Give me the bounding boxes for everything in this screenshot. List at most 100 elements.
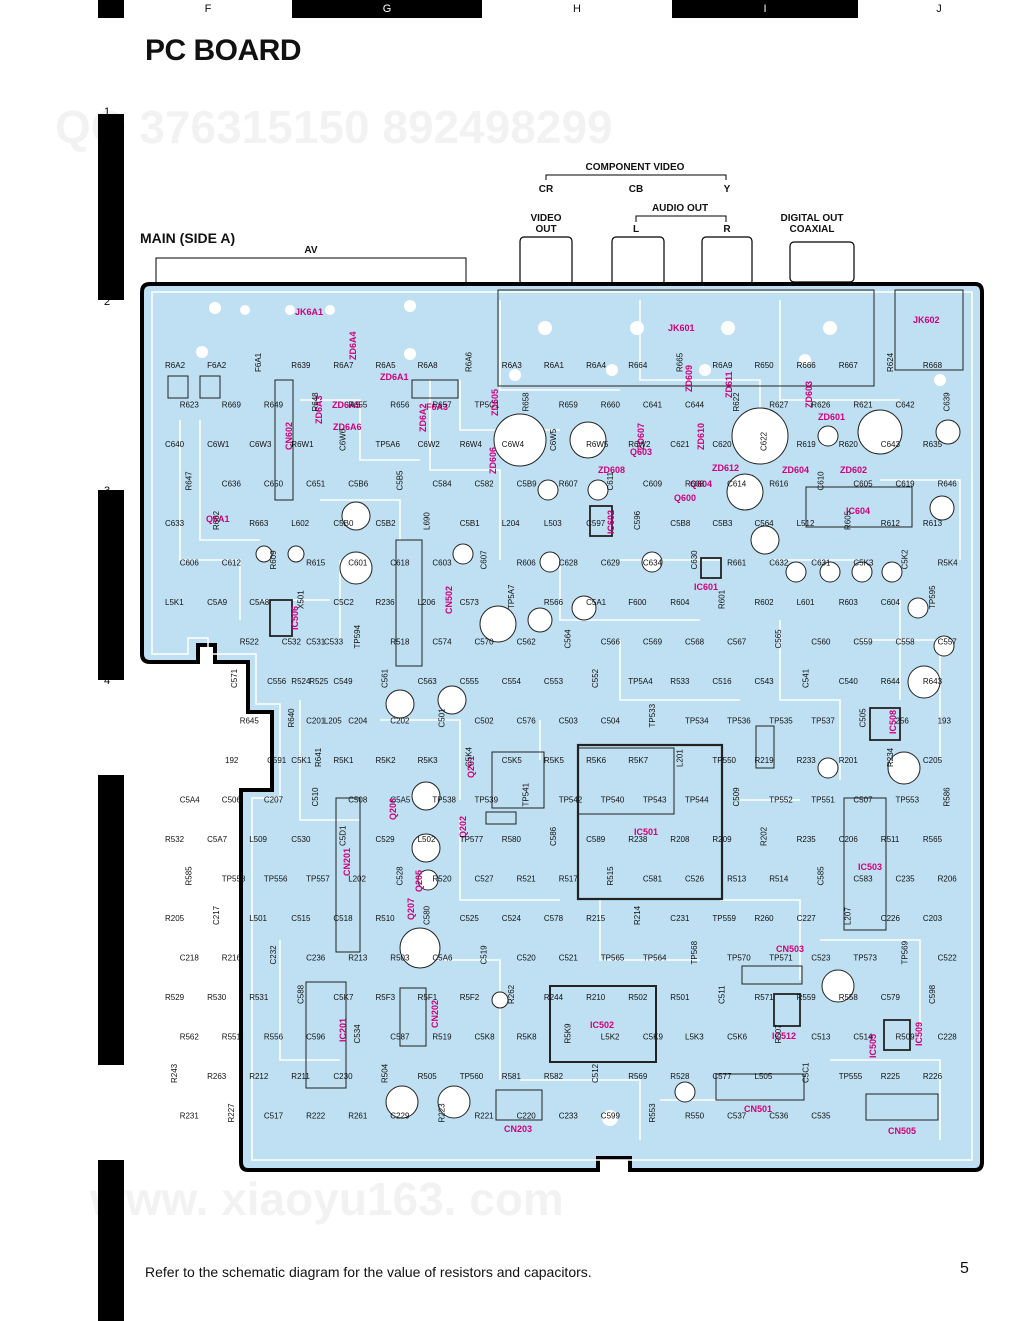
part-label: R550 xyxy=(685,1112,705,1121)
ref-zd6a3: ZD6A3 xyxy=(314,395,324,424)
part-label: TP553 xyxy=(896,796,920,805)
part-label: TP541 xyxy=(522,782,531,806)
part-label: R262 xyxy=(507,984,516,1004)
part-label: R513 xyxy=(727,875,747,884)
part-label: TP556 xyxy=(264,875,288,884)
part-label: C501 xyxy=(437,708,446,728)
part-label: C564 xyxy=(564,629,573,649)
row-label-1: 1 xyxy=(104,106,111,118)
part-label: C581 xyxy=(643,875,663,884)
part-label: C5B2 xyxy=(376,519,397,528)
ref-zd601: ZD601 xyxy=(818,412,845,422)
part-label: C526 xyxy=(685,875,705,884)
ref-zd6a4: ZD6A4 xyxy=(348,331,358,360)
part-label: C571 xyxy=(230,668,239,688)
part-label: C570 xyxy=(475,638,495,647)
part-label: C611 xyxy=(606,471,615,490)
part-label: R621 xyxy=(853,401,873,410)
part-label: C204 xyxy=(348,717,368,726)
part-label: C569 xyxy=(643,638,663,647)
row-segment xyxy=(98,300,124,490)
part-label: R260 xyxy=(755,914,775,923)
ref-ic604: IC604 xyxy=(846,506,870,516)
part-label: R558 xyxy=(839,993,859,1002)
part-label: R205 xyxy=(165,914,185,923)
part-label: L505 xyxy=(755,1072,773,1081)
part-label: C541 xyxy=(802,668,811,688)
column-label-i: I xyxy=(672,0,858,18)
part-label: R645 xyxy=(240,717,260,726)
y-label: Y xyxy=(723,184,731,195)
part-label: R566 xyxy=(544,598,564,607)
part-label: C576 xyxy=(517,717,537,726)
part-label: R521 xyxy=(517,875,537,884)
part-label: C636 xyxy=(222,480,242,489)
part-label: R658 xyxy=(522,392,531,412)
part-label: R556 xyxy=(264,1033,284,1042)
part-label: C5K7 xyxy=(333,993,354,1002)
part-label: C508 xyxy=(348,796,368,805)
column-grid: F G H I J xyxy=(98,0,1020,18)
part-label: C607 xyxy=(480,550,489,570)
part-label: R234 xyxy=(886,747,895,767)
part-label: L601 xyxy=(797,598,815,607)
part-label: R214 xyxy=(633,905,642,925)
part-label: C596 xyxy=(633,510,642,530)
part-label: TP537 xyxy=(811,717,835,726)
part-label: R624 xyxy=(886,352,895,372)
part-label: C517 xyxy=(264,1112,284,1121)
part-label: TP543 xyxy=(643,796,667,805)
page-number: 5 xyxy=(960,1260,969,1277)
part-label: F6A1 xyxy=(254,352,263,372)
part-label: R668 xyxy=(923,361,943,370)
digital-out-label: DIGITAL OUT COAXIAL xyxy=(780,213,844,235)
part-label: C618 xyxy=(390,559,410,568)
ref-zd607: ZD607 xyxy=(636,423,646,450)
part-label: R505 xyxy=(418,1072,438,1081)
ref-cn505: CN505 xyxy=(888,1126,916,1136)
part-label: C536 xyxy=(769,1112,789,1121)
part-label: C509 xyxy=(732,787,741,807)
part-label: R238 xyxy=(628,835,648,844)
part-label: F6A2 xyxy=(207,361,227,370)
part-label: TP5A6 xyxy=(376,440,401,449)
part-label: R635 xyxy=(923,440,943,449)
part-label: R644 xyxy=(881,677,901,686)
part-label: R669 xyxy=(222,401,242,410)
part-label: C605 xyxy=(853,480,873,489)
copper-traces xyxy=(179,300,961,1140)
part-label: R613 xyxy=(923,519,943,528)
part-label: R609 xyxy=(269,550,278,570)
part-label: C642 xyxy=(896,401,916,410)
part-label: C505 xyxy=(858,708,867,728)
part-label: TP558 xyxy=(222,875,246,884)
part-label: R222 xyxy=(306,1112,326,1121)
part-label: R233 xyxy=(797,756,817,765)
part-label: L503 xyxy=(544,519,562,528)
part-label: C601 xyxy=(348,559,368,568)
part-label: C552 xyxy=(591,668,600,688)
part-label: C233 xyxy=(559,1112,579,1121)
part-label: C639 xyxy=(943,392,952,412)
electrolytic-capacitors xyxy=(255,407,961,1119)
ref-q201: Q201 xyxy=(466,756,476,778)
part-label: C620 xyxy=(712,440,732,449)
part-label: L204 xyxy=(502,519,520,528)
ref-ic505: IC505 xyxy=(868,1034,878,1058)
part-label: TP5A4 xyxy=(628,677,653,686)
part-label: R6A1 xyxy=(544,361,565,370)
part-label: R660 xyxy=(601,401,621,410)
ref-zd6a6: ZD6A6 xyxy=(333,422,362,432)
part-label: R501 xyxy=(670,993,690,1002)
part-label: C203 xyxy=(923,914,943,923)
ref-jk6a1: JK6A1 xyxy=(295,307,323,317)
part-label: TP565 xyxy=(601,954,625,963)
part-label: R661 xyxy=(727,559,747,568)
part-label: C641 xyxy=(643,401,663,410)
part-label: C5B5 xyxy=(395,470,404,491)
part-label: R510 xyxy=(376,914,396,923)
part-label: R639 xyxy=(291,361,311,370)
part-label: C584 xyxy=(432,480,452,489)
part-label: TP5C1 xyxy=(475,401,500,410)
part-label: C516 xyxy=(712,677,732,686)
